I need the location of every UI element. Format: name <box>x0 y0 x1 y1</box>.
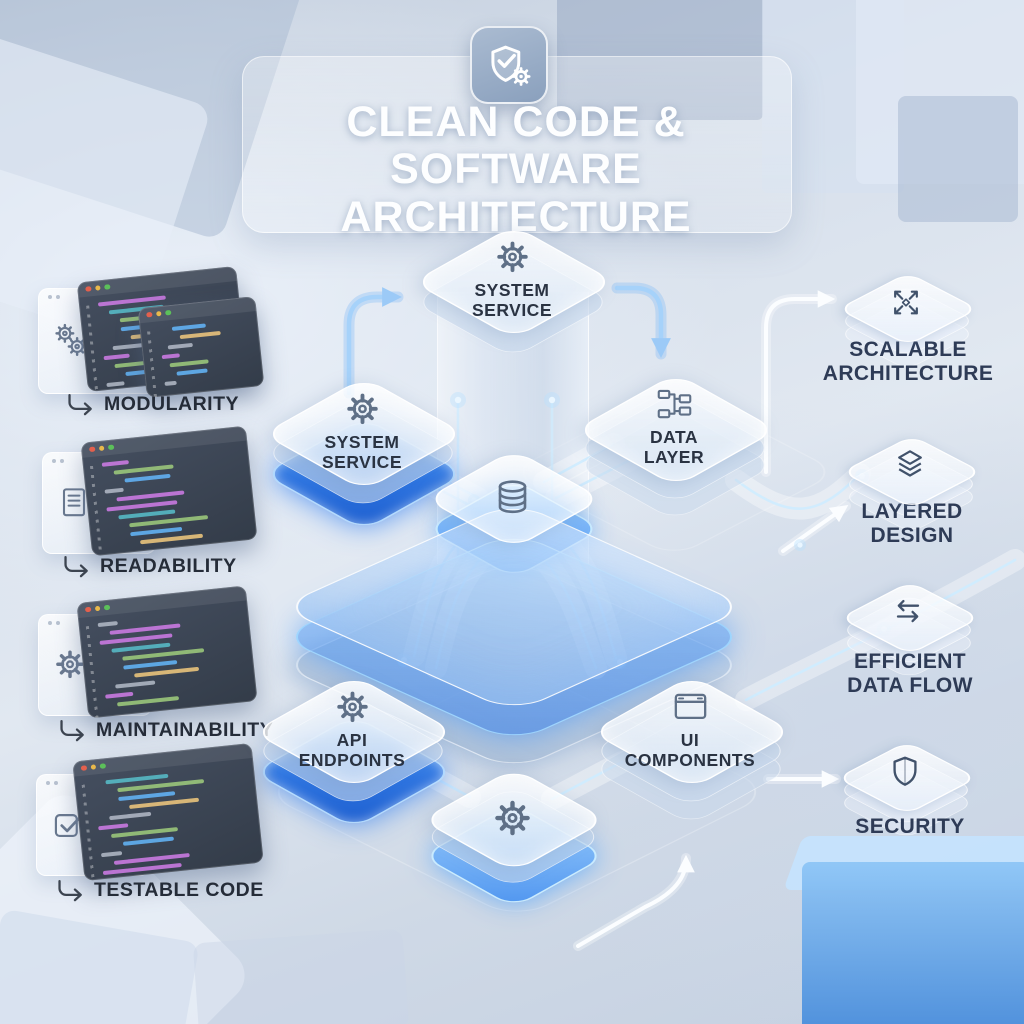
gear-icon <box>490 235 534 279</box>
corner-arrow-icon <box>62 554 92 578</box>
bg-shape <box>192 928 410 1024</box>
feature-modularity: MODULARITY <box>36 265 286 446</box>
code-window <box>72 742 264 882</box>
database-icon <box>488 473 536 521</box>
benefit-security <box>836 728 978 840</box>
feature-label: TESTABLE CODE <box>56 878 264 902</box>
code-lines <box>78 600 258 718</box>
feature-testable-code: TESTABLE CODE <box>28 742 278 926</box>
feature-readability: READABILITY <box>34 425 284 606</box>
node-content <box>420 473 605 521</box>
hierarchy-icon <box>653 384 695 426</box>
panel-dots <box>52 459 64 463</box>
code-lines <box>139 311 264 398</box>
node-content <box>420 793 605 843</box>
benefit-label: SECURITY <box>855 815 965 838</box>
bg-shape <box>783 836 1024 890</box>
shield-check-gear-icon <box>486 42 532 88</box>
panel-dots <box>46 781 58 785</box>
bg-shape <box>802 862 1024 1024</box>
browser-window-icon <box>668 685 712 729</box>
code-lines <box>82 441 257 557</box>
panel-dots <box>48 621 60 625</box>
shield-icon <box>885 752 925 797</box>
code-window <box>80 425 258 557</box>
title-badge <box>470 26 548 104</box>
node-process-bottom <box>420 754 608 909</box>
layers-icon <box>890 446 930 491</box>
gear-icon <box>330 685 374 729</box>
corner-arrow-icon <box>58 718 88 742</box>
swap-arrows-icon <box>888 592 928 637</box>
gear-icon <box>487 793 537 843</box>
bg-shape <box>898 96 1018 222</box>
code-window <box>137 296 265 398</box>
feature-label: MODULARITY <box>66 392 239 416</box>
feature-label: READABILITY <box>62 554 237 578</box>
corner-arrow-icon <box>56 878 86 902</box>
code-lines <box>74 758 264 881</box>
panel-dots <box>48 295 60 299</box>
title-line-1: CLEAN CODE & <box>346 98 686 146</box>
gear-icon <box>340 387 384 431</box>
corner-arrow-icon <box>66 392 96 416</box>
expand-arrows-icon <box>886 283 926 328</box>
feature-maintainability: MAINTAINABILITY <box>30 585 280 768</box>
bg-shape <box>856 0 1024 184</box>
code-window <box>76 585 258 719</box>
feature-label: MAINTAINABILITY <box>58 718 273 742</box>
